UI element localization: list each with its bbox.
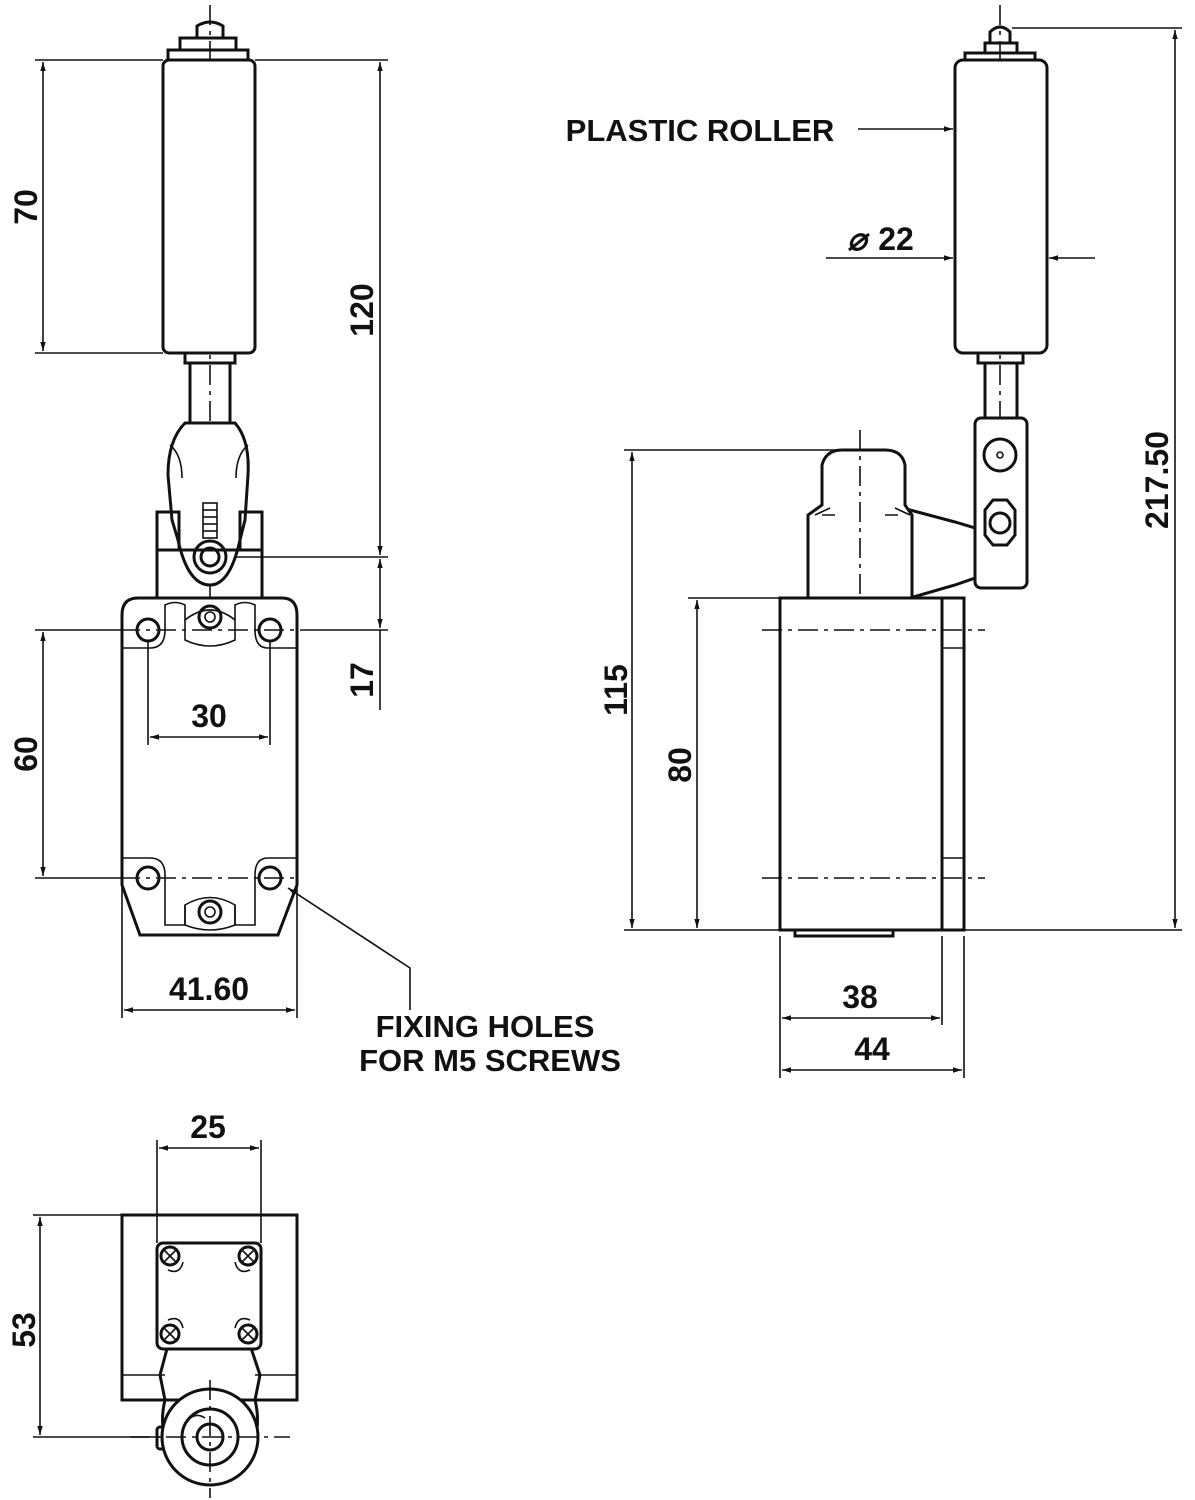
- dim-body-width: 41.60: [169, 971, 249, 1007]
- dim-depth-outer: 44: [854, 1031, 890, 1067]
- side-lever-arm: [973, 416, 1029, 590]
- top-cover-plate: [155, 1241, 263, 1351]
- front-cover-screw-top: [197, 604, 223, 630]
- dim-lever-length: 120: [344, 283, 380, 336]
- dim-roller-diameter: 22: [878, 221, 914, 257]
- side-switch-body: [778, 596, 966, 938]
- dim-overall-height: 217.50: [1139, 431, 1175, 529]
- fixing-holes-leader: [287, 887, 411, 1010]
- side-roller-shaft: [983, 361, 1019, 420]
- front-roller-nut: [166, 20, 250, 62]
- fixing-holes-label-2: FOR M5 SCREWS: [359, 1043, 621, 1078]
- side-view: PLASTIC ROLLER ⌀ 22 217.50 115 80 38 44: [566, 5, 1182, 1078]
- dim-body-height-head: 115: [598, 664, 634, 716]
- top-cover-screws: [159, 1245, 259, 1345]
- side-head: [806, 448, 914, 600]
- front-view: 70 120 17 30 60 41.60 FIXING HOLES FOR M…: [8, 5, 621, 1078]
- dim-lever-offset: 17: [344, 662, 380, 698]
- front-switch-body: [120, 596, 299, 937]
- top-view: 25 53: [6, 1109, 299, 1498]
- fixing-holes-label-1: FIXING HOLES: [376, 1009, 595, 1044]
- side-lever-hub: [908, 508, 977, 600]
- front-roller: [161, 58, 257, 355]
- dim-hole-spacing-v: 60: [8, 736, 44, 772]
- dim-body-depth: 53: [6, 1312, 42, 1348]
- dim-cover-width: 25: [190, 1109, 226, 1145]
- dim-body-height: 80: [662, 747, 698, 783]
- front-cover-screw-bottom: [197, 899, 223, 925]
- dim-hole-spacing-h: 30: [191, 698, 227, 734]
- plastic-roller-label: PLASTIC ROLLER: [566, 113, 835, 148]
- front-head-block: [155, 548, 264, 598]
- side-roller: [953, 58, 1049, 355]
- diameter-symbol: ⌀: [847, 221, 870, 257]
- front-lever-arm: [155, 421, 264, 587]
- dim-depth-inner: 38: [842, 979, 878, 1015]
- dim-roller-length: 70: [8, 189, 44, 225]
